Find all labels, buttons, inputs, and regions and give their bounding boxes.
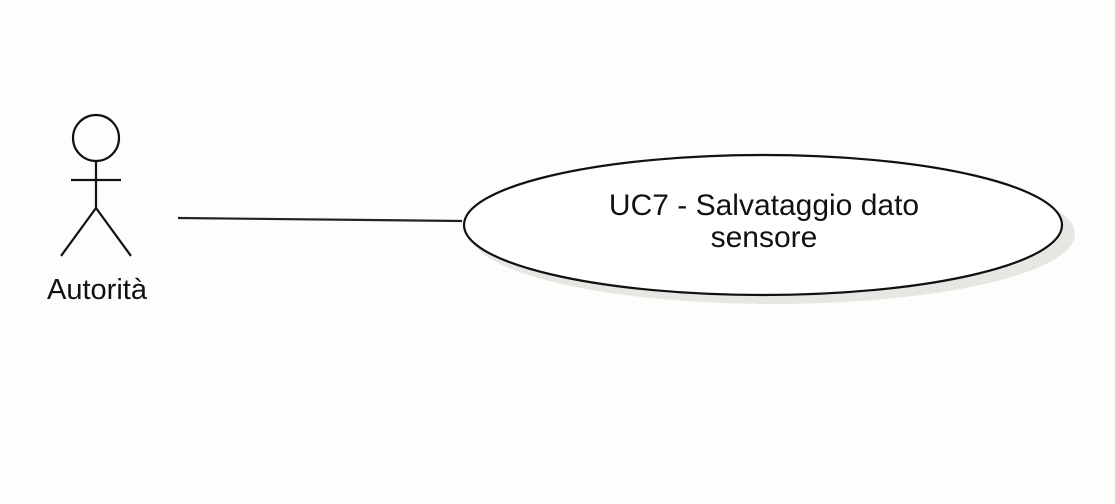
use-case-label-line2: sensore (710, 221, 818, 254)
association-line (177, 216, 463, 223)
use-case-ellipse (462, 153, 1064, 297)
actor-head (71, 113, 121, 163)
actor-figure (60, 113, 132, 257)
actor-label: Autorità (47, 274, 147, 306)
actor-left-leg (60, 207, 97, 257)
actor-right-leg (95, 207, 132, 257)
use-case-label-line1: UC7 - Salvataggio dato (608, 189, 920, 222)
use-case-label: UC7 - Salvataggio dato sensore (500, 190, 1028, 254)
